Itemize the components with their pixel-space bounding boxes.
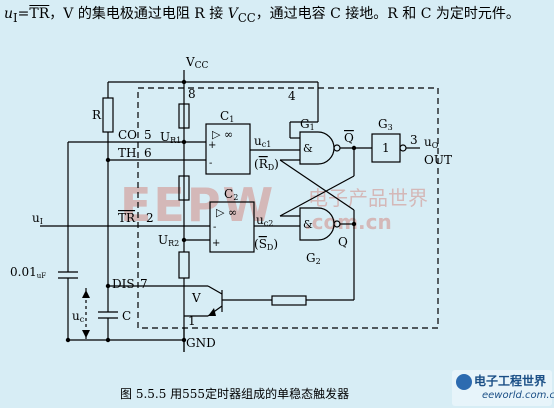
label-co: CO	[118, 128, 137, 142]
c1-plus: +	[208, 140, 216, 151]
label-pin6: 6	[144, 146, 152, 160]
label-sd: (SD)	[254, 237, 278, 252]
g1-amp: &	[303, 142, 313, 155]
logo-globe-icon	[456, 374, 472, 390]
label-ur2: UR2	[158, 233, 179, 248]
formula: uI=TR	[4, 6, 50, 25]
label-r: R	[92, 108, 102, 122]
label-tr: TR	[118, 211, 136, 225]
label-vcc: VCC	[185, 55, 209, 71]
comparator-c2-mark: ▷ ∞	[216, 206, 237, 219]
label-uc1: uc1	[254, 134, 271, 149]
resistor-r	[102, 97, 114, 133]
c1-minus: -	[209, 158, 212, 169]
label-c1: C1	[220, 109, 234, 124]
label-out: OUT	[424, 153, 452, 167]
label-gnd: GND	[186, 336, 216, 350]
label-pin5: 5	[144, 128, 152, 142]
divider-r-bot	[178, 251, 190, 279]
site-logo: 电子工程世界 eeworld.com.cn	[452, 370, 554, 406]
g2-amp: &	[303, 218, 313, 231]
header-vcc: V	[227, 6, 238, 22]
label-g3: G3	[378, 117, 393, 132]
c2-plus: +	[212, 238, 220, 249]
chip-boundary	[137, 87, 439, 329]
comparator-c1	[205, 123, 251, 175]
label-pin3: 3	[410, 133, 418, 147]
header-description: uI=TR，V 的集电极通过电阻 R 接 VCC，通过电容 C 接地。R 和 C…	[0, 0, 554, 28]
header-text1: ，V 的集电极通过电阻 R 接	[49, 6, 228, 22]
header-vcc-sub: CC	[237, 10, 256, 25]
label-c: C	[122, 309, 131, 323]
label-ui: uI	[32, 211, 43, 226]
label-v: V	[191, 291, 201, 305]
label-pin4: 4	[288, 89, 296, 103]
watermark-url: .com.cn	[304, 210, 392, 234]
label-uc: uc	[72, 309, 85, 324]
watermark: EEPW 电子产品世界 .com.cn	[120, 178, 440, 238]
c2-minus: -	[213, 222, 216, 233]
logo-en: eeworld.com.cn	[482, 390, 554, 401]
watermark-letters: EEPW	[120, 178, 276, 232]
divider-r-top	[178, 103, 190, 129]
divider-r-mid	[178, 175, 190, 201]
comparator-c1-mark: ▷ ∞	[212, 128, 233, 141]
label-uo: uO	[424, 135, 439, 150]
comparator-c2	[209, 201, 255, 253]
label-th: TH	[118, 146, 136, 160]
label-g2: G2	[306, 251, 321, 266]
label-cap-value: 0.01uF	[10, 265, 46, 280]
label-uc2: uc2	[256, 213, 273, 228]
label-pin7: 7	[140, 277, 148, 291]
label-q: Q	[338, 235, 348, 249]
logo-cn: 电子工程世界	[474, 374, 547, 388]
label-pin8: 8	[188, 87, 196, 101]
base-resistor	[271, 295, 307, 306]
label-ur1: UR1	[160, 130, 181, 145]
label-dis: DIS	[112, 277, 135, 291]
label-qbar: Q	[344, 131, 354, 145]
figure-caption: 图 5.5.5 用555定时器组成的单稳态触发器	[120, 387, 350, 401]
label-pin2: 2	[146, 211, 154, 225]
label-pin1: 1	[188, 314, 196, 328]
label-c2: C2	[224, 187, 238, 202]
label-g1: G1	[300, 117, 315, 132]
circuit-diagram: VCC 8 4 R CO 5 UR1 TH 6 TR 2 uI UR2 C1 C…	[10, 55, 452, 352]
label-rd: (RD)	[254, 157, 279, 172]
g3-one: 1	[382, 141, 390, 155]
header-text2: ，通过电容 C 接地。R 和 C 为定时元件。	[255, 6, 520, 22]
